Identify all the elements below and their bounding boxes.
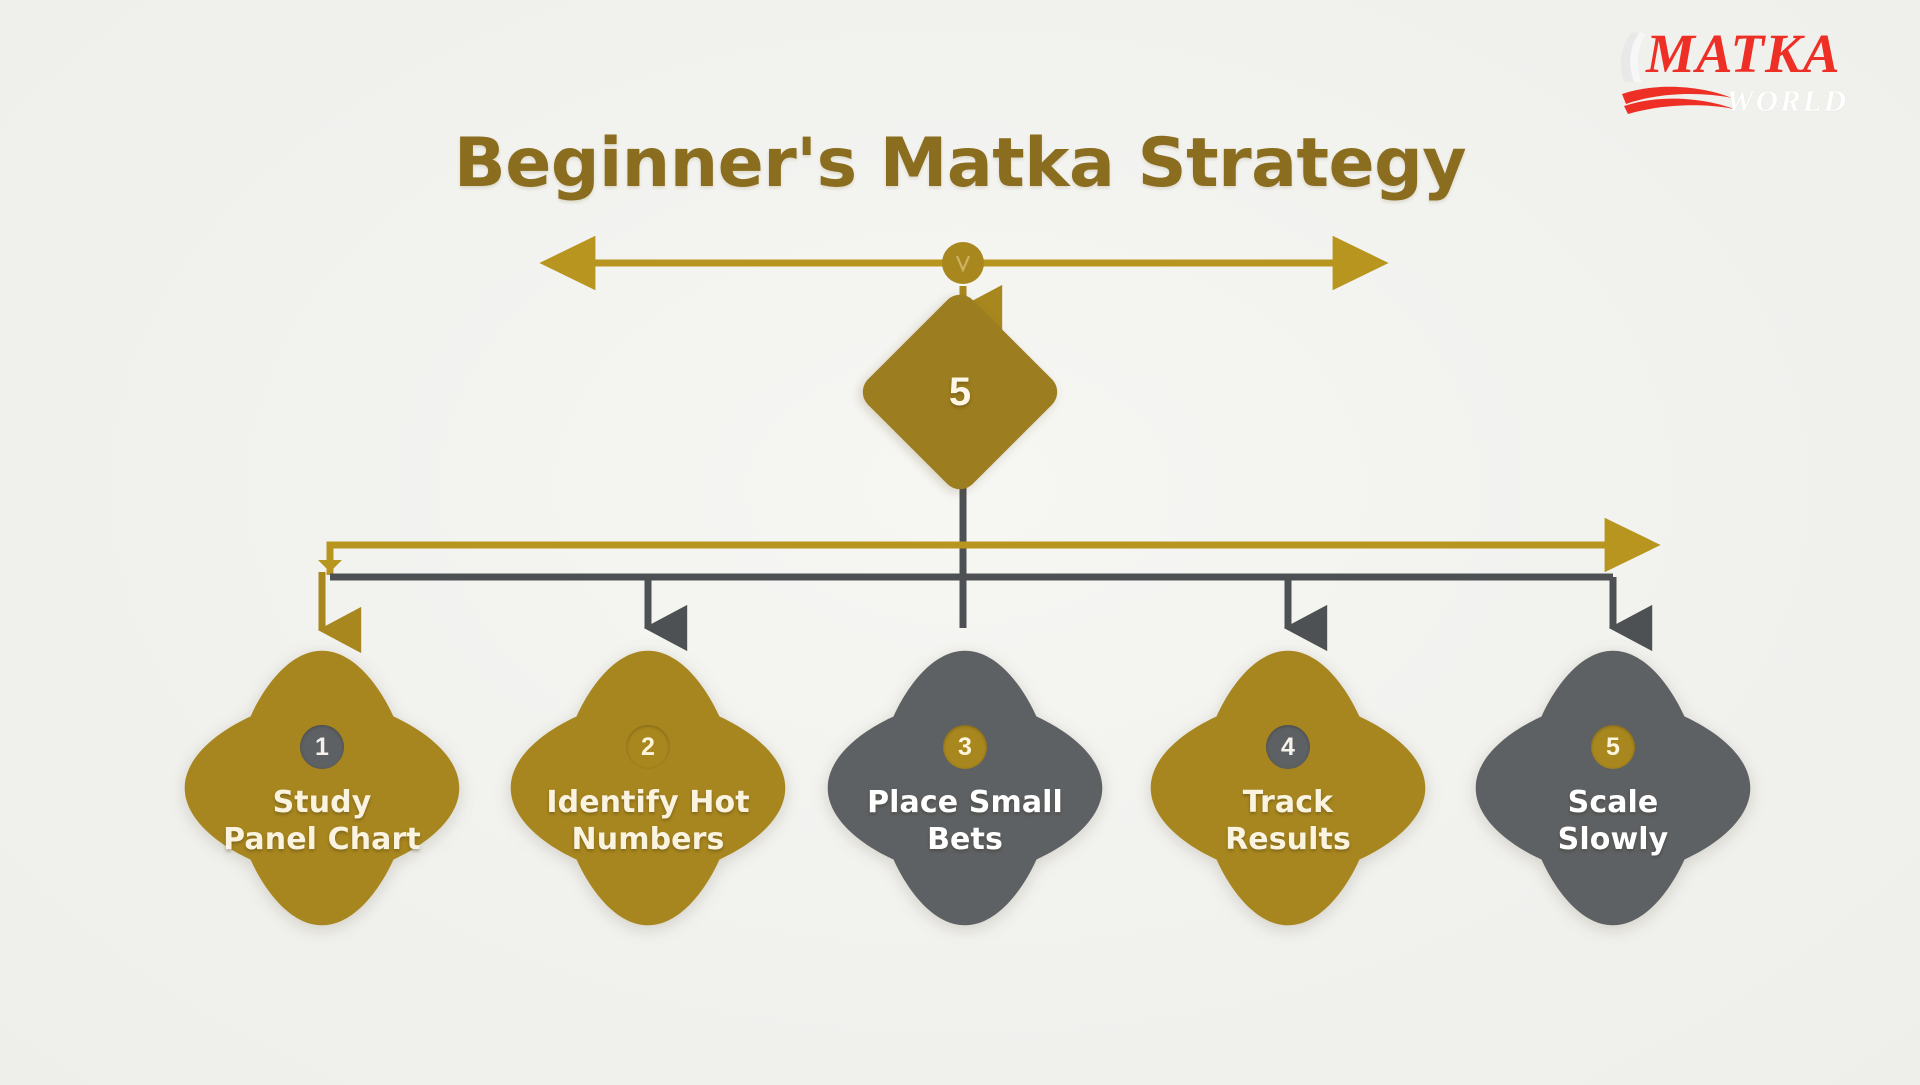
logo-feather-icon bbox=[1620, 32, 1646, 82]
step-node-5[interactable]: 5 Scale Slowly bbox=[1470, 645, 1756, 931]
step-node-3[interactable]: 3 Place Small Bets bbox=[822, 645, 1108, 931]
step-label-5-line2: Slowly bbox=[1557, 822, 1669, 857]
step-label-3-line1: Place Small bbox=[867, 785, 1063, 821]
matka-world-logo: MATKA WORLD bbox=[1598, 10, 1898, 118]
step-node-4[interactable]: 4 Track Results bbox=[1145, 645, 1431, 931]
step-label-2: Identify Hot Numbers bbox=[546, 785, 749, 858]
step-label-1-line1: Study bbox=[272, 785, 372, 821]
svg-text:MATKA: MATKA bbox=[1645, 23, 1841, 84]
step-badge-1: 1 bbox=[300, 725, 344, 770]
step-badge-4: 4 bbox=[1266, 725, 1310, 770]
step-node-2[interactable]: 2 Identify Hot Numbers bbox=[505, 645, 791, 931]
gray-branch-rail bbox=[330, 573, 1653, 652]
step-badge-5: 5 bbox=[1591, 725, 1635, 770]
node-shape-1 bbox=[179, 645, 465, 931]
step-label-3-line2: Bets bbox=[927, 822, 1003, 857]
step-label-4-line2: Results bbox=[1225, 822, 1351, 857]
node-shape-5 bbox=[1470, 645, 1756, 931]
node-shape-2 bbox=[505, 645, 791, 931]
svg-text:WORLD: WORLD bbox=[1726, 83, 1848, 118]
step-label-5-line1: Scale bbox=[1567, 785, 1659, 821]
step-node-1[interactable]: 1 Study Panel Chart bbox=[179, 645, 465, 931]
step-label-5: Scale Slowly bbox=[1558, 785, 1669, 858]
page-title: Beginner's Matka Strategy bbox=[453, 124, 1467, 203]
node-shape-3 bbox=[822, 645, 1108, 931]
step-label-4: Track Results bbox=[1225, 785, 1351, 858]
step-label-2-line2: Numbers bbox=[571, 822, 725, 857]
node-shape-4 bbox=[1145, 645, 1431, 931]
step-badge-2: 2 bbox=[626, 725, 670, 770]
step-label-1: Study Panel Chart bbox=[223, 785, 421, 858]
step-label-3: Place Small Bets bbox=[867, 785, 1063, 858]
central-diamond-label: 5 bbox=[948, 369, 972, 414]
step-badge-3: 3 bbox=[943, 725, 987, 770]
step-label-1-line2: Panel Chart bbox=[223, 822, 421, 857]
step-label-2-line1: Identify Hot bbox=[546, 785, 750, 821]
hub-circle-node bbox=[942, 242, 984, 284]
top-double-arrow bbox=[539, 235, 1389, 291]
step-label-4-line1: Track bbox=[1242, 785, 1334, 821]
gold-branch-rail bbox=[317, 517, 1661, 654]
